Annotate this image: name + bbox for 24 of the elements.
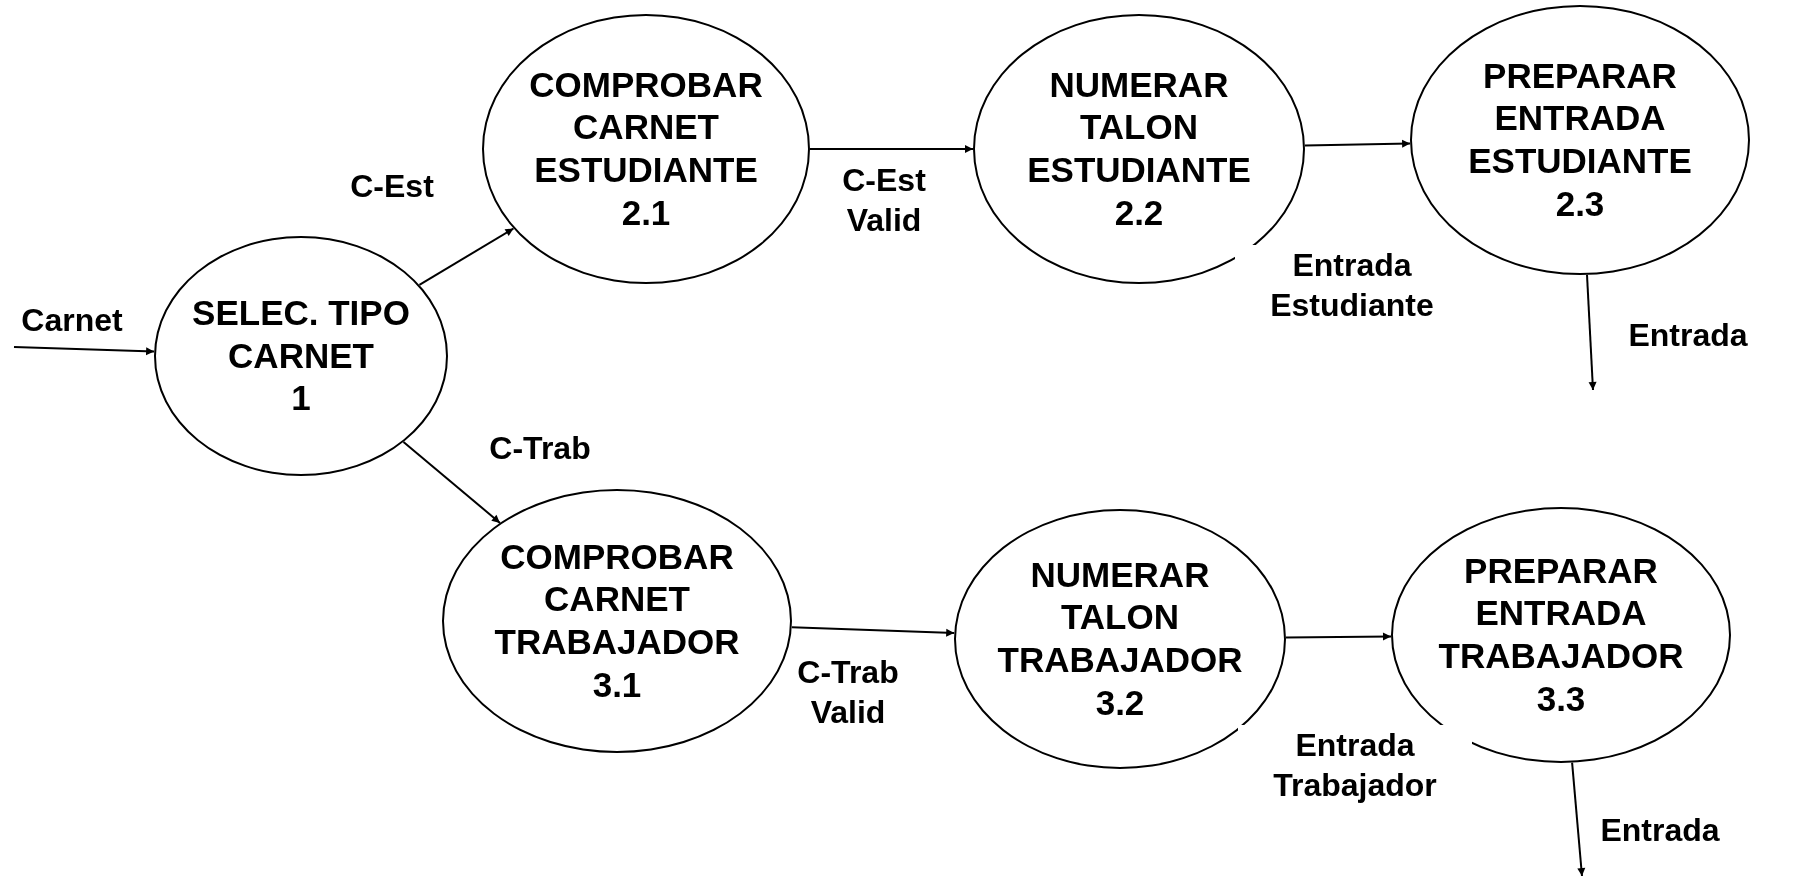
process-number: 2.1 — [621, 191, 671, 234]
process-name: NUMERAR TALON TRABAJADOR — [996, 553, 1244, 681]
flow-arrow — [1571, 761, 1586, 877]
flow-arrow — [809, 145, 974, 153]
process-number: 3.1 — [592, 663, 642, 706]
flow-arrow — [418, 227, 515, 286]
flow-arrow — [1285, 632, 1392, 641]
flow-arrow — [1586, 273, 1597, 391]
process-name: SELEC. TIPO CARNET — [191, 291, 411, 377]
flow-arrow — [13, 346, 156, 356]
flow-arrow — [1303, 139, 1412, 148]
process-name: PREPARAR ENTRADA ESTUDIANTE — [1467, 54, 1693, 182]
process-number: 1 — [291, 377, 311, 420]
flow-arrow — [790, 626, 956, 637]
process-number: 2.3 — [1555, 182, 1605, 225]
edge-label: Entrada Trabajador — [1238, 725, 1472, 805]
process-name: COMPROBAR CARNET ESTUDIANTE — [528, 63, 764, 191]
process-number: 3.3 — [1536, 677, 1586, 720]
process-number: 2.2 — [1114, 191, 1164, 234]
process-name: NUMERAR TALON ESTUDIANTE — [1026, 63, 1252, 191]
flow-arrow — [402, 441, 501, 524]
process-name: COMPROBAR CARNET TRABAJADOR — [493, 535, 741, 663]
process-number: 3.2 — [1095, 681, 1145, 724]
process-name: PREPARAR ENTRADA TRABAJADOR — [1437, 549, 1685, 677]
